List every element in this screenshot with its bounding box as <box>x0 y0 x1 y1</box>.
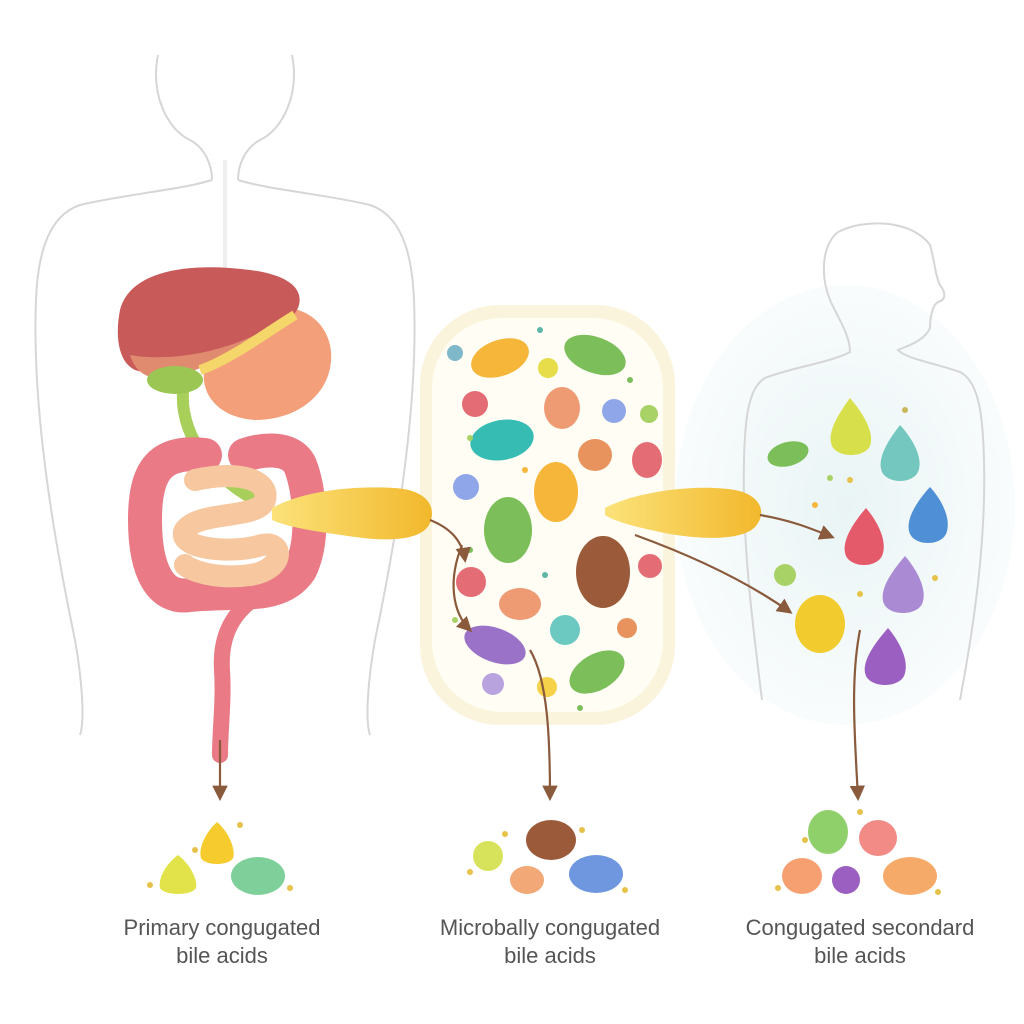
secondary-acid-group <box>775 809 941 895</box>
microbial-acid-group <box>467 820 628 894</box>
caption-microbial-line-2: bile acids <box>504 943 596 968</box>
microbe-panel <box>420 305 675 725</box>
microbe-cluster <box>447 327 662 711</box>
caption-microbial-conjugated: Microbally congugated bile acids <box>400 914 700 970</box>
caption-conjugated-secondary: Congugated secondard bile acids <box>710 914 1010 970</box>
caption-secondary-line-2: bile acids <box>814 943 906 968</box>
caption-primary-line-2: bile acids <box>176 943 268 968</box>
caption-microbial-line-1: Microbally congugated <box>439 915 661 940</box>
large-intestine <box>128 433 327 613</box>
rectum <box>212 590 263 763</box>
caption-secondary-line-1: Congugated secondard <box>745 915 975 940</box>
arrow-panel-down <box>529 649 558 802</box>
digestive-organs <box>117 267 332 763</box>
liver <box>117 267 300 374</box>
caption-primary-line-1: Primary congugated <box>123 915 321 940</box>
arrow-to-right-body <box>759 513 835 540</box>
arrow-right-down <box>849 629 866 802</box>
human-silhouette-left <box>34 54 416 736</box>
arrow-panel-loop <box>452 544 473 633</box>
caption-primary-conjugated: Primary congugated bile acids <box>72 914 372 970</box>
arrow-to-yellow <box>634 533 793 614</box>
bile-acid-carrier-right <box>605 487 762 538</box>
primary-acid-group <box>147 822 293 895</box>
human-silhouette-right <box>675 222 1015 725</box>
flow-arrows <box>212 513 866 802</box>
bile-acid-carrier-left <box>272 487 432 540</box>
secondary-molecules <box>767 398 948 685</box>
bile-acid-carriers <box>272 487 762 540</box>
small-intestine <box>173 465 289 588</box>
arrow-into-panel <box>429 518 471 564</box>
